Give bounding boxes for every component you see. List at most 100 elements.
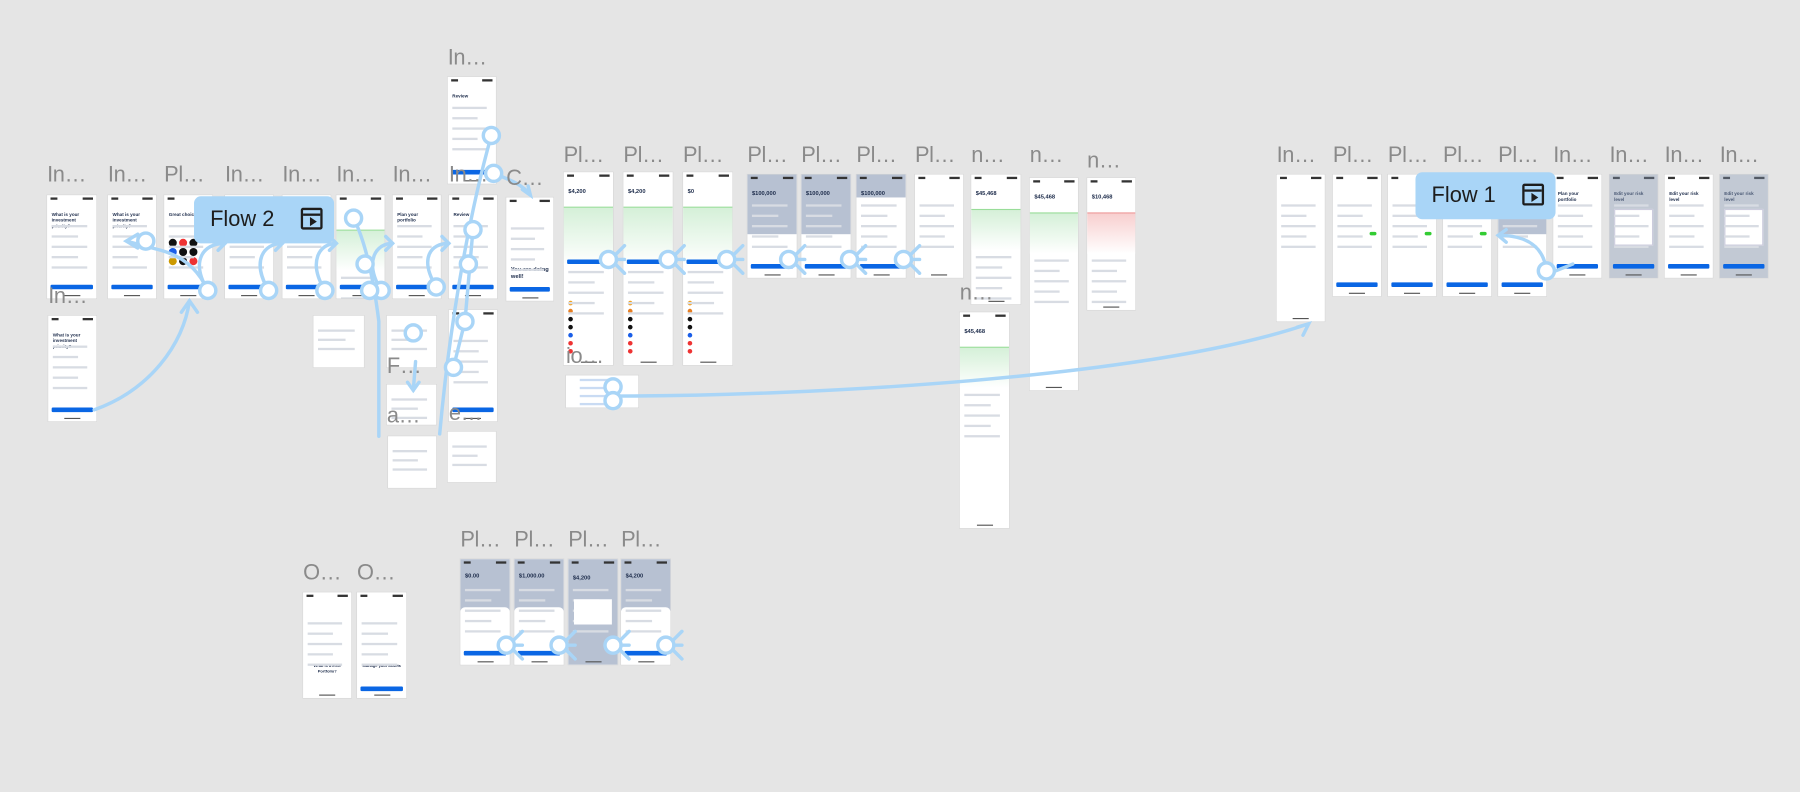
frame-name-label[interactable]: Pl… (1443, 143, 1484, 168)
toggle-switch[interactable] (1424, 231, 1432, 236)
frame-name-label[interactable]: Pl… (568, 528, 609, 553)
primary-button[interactable] (626, 259, 670, 265)
screen-frame[interactable]: Edit your risk level (1719, 174, 1768, 278)
screen-frame[interactable]: $0 (683, 172, 733, 366)
primary-button[interactable] (452, 284, 494, 290)
screen-frame[interactable]: $4,200 (621, 559, 671, 665)
frame-name-label[interactable]: In… (336, 163, 376, 188)
frame-name-label[interactable]: O… (357, 561, 396, 586)
primary-button[interactable] (111, 284, 153, 290)
primary-button[interactable] (51, 407, 93, 413)
primary-button[interactable] (1336, 282, 1378, 287)
flow-1-starting-point[interactable]: Flow 1 (1415, 172, 1556, 220)
frame-name-label[interactable]: In… (1664, 143, 1704, 168)
primary-button[interactable] (1391, 282, 1433, 287)
primary-button[interactable] (228, 284, 270, 290)
screen-frame[interactable]: What is your investment priority? (47, 195, 97, 299)
present-flow-icon[interactable] (1522, 183, 1545, 206)
frame-name-label[interactable]: F… (386, 354, 422, 379)
frame-name-label[interactable]: In… (225, 163, 264, 188)
frame-name-label[interactable]: Pl… (801, 143, 842, 168)
screen-frame[interactable]: Manage your assets (357, 592, 407, 698)
frame-name-label[interactable]: Pl… (747, 143, 788, 168)
frame-name-label[interactable]: n… (1087, 149, 1121, 174)
menu-option[interactable] (579, 378, 618, 381)
frame-name-label[interactable]: Pl… (514, 528, 555, 553)
screen-frame[interactable]: $4,200 (568, 559, 618, 665)
screen-frame[interactable] (1332, 174, 1382, 297)
primary-button[interactable] (859, 264, 903, 269)
screen-frame[interactable] (914, 174, 964, 278)
screen-frame[interactable]: $4,200 (623, 172, 673, 366)
frame-name-label[interactable]: In… (1609, 143, 1649, 168)
screen-frame[interactable]: $45,468 (1029, 177, 1078, 391)
screen-frame[interactable]: $1,000.00 (514, 559, 564, 665)
primary-button[interactable] (360, 686, 403, 692)
primary-button[interactable] (1612, 264, 1655, 269)
screen-frame[interactable]: $100,000 (801, 174, 851, 278)
frame-name-label[interactable]: C… (506, 166, 544, 191)
primary-button[interactable] (686, 259, 729, 265)
frame-name-label[interactable]: n… (1029, 143, 1064, 168)
frame-name-label[interactable]: In… (1553, 143, 1593, 168)
screen-frame[interactable]: $10,468 (1087, 177, 1136, 310)
screen-frame[interactable]: What is your investment priority? (48, 315, 97, 422)
frame-name-label[interactable]: In… (448, 163, 488, 188)
primary-button[interactable] (339, 284, 382, 290)
frame-name-label[interactable]: Pl… (1387, 143, 1429, 168)
frame-name-label[interactable]: Pl… (621, 528, 662, 553)
frame-name-label[interactable]: In… (48, 284, 88, 309)
frame-name-label[interactable]: Pl… (563, 143, 605, 168)
screen-frame[interactable]: $4,200 (563, 172, 614, 366)
primary-button[interactable] (624, 650, 667, 656)
screen-frame[interactable] (336, 195, 385, 299)
frame-name-label[interactable]: In… (282, 163, 322, 188)
screen-frame[interactable] (447, 431, 496, 483)
frame-name-label[interactable]: a… (386, 404, 421, 429)
primary-button[interactable] (167, 284, 209, 290)
screen-frame[interactable]: Plan your portfolio (392, 195, 441, 299)
menu-option[interactable] (579, 402, 618, 405)
menu-option[interactable] (579, 394, 618, 397)
frame-name-label[interactable]: Pl… (623, 143, 664, 168)
present-flow-icon[interactable] (300, 207, 323, 230)
screen-frame[interactable] (1276, 174, 1325, 322)
frame-name-label[interactable]: In… (1719, 143, 1759, 168)
screen-frame[interactable]: Edit your risk level (1664, 174, 1713, 278)
primary-button[interactable] (509, 287, 550, 292)
screen-frame[interactable]: What is a ESG Portfolio? (303, 592, 352, 698)
screen-frame[interactable]: Review (448, 195, 498, 299)
primary-button[interactable] (804, 264, 848, 269)
primary-button[interactable] (463, 650, 507, 656)
frame-name-label[interactable]: Pl… (914, 143, 956, 168)
frame-name-label[interactable]: In… (392, 163, 432, 188)
primary-button[interactable] (396, 284, 438, 290)
screen-frame[interactable]: You are doing well! (506, 197, 554, 301)
screen-frame[interactable] (565, 375, 639, 408)
primary-button[interactable] (750, 264, 794, 269)
frame-name-label[interactable]: In… (47, 163, 87, 188)
frame-name-label[interactable]: Pl… (1332, 143, 1374, 168)
frame-name-label[interactable]: io… (565, 344, 604, 369)
screen-frame[interactable]: What is your investment priority? (107, 195, 157, 299)
screen-frame[interactable]: $100,000 (747, 174, 797, 278)
frame-name-label[interactable]: Pl… (683, 143, 724, 168)
frame-name-label[interactable]: In… (447, 45, 487, 71)
screen-frame[interactable]: $0.00 (460, 559, 510, 665)
frame-name-label[interactable]: n… (971, 143, 1005, 168)
frame-name-label[interactable]: In… (107, 163, 147, 188)
screen-frame[interactable]: $45,468 (971, 174, 1021, 305)
primary-button[interactable] (285, 284, 328, 290)
frame-name-label[interactable]: e… (448, 401, 483, 426)
frame-name-label[interactable]: Pl… (460, 528, 501, 553)
screen-frame[interactable]: $45,468 (959, 312, 1010, 529)
screen-frame[interactable]: $100,000 (856, 174, 906, 278)
screen-frame[interactable]: Edit your risk level (1609, 174, 1658, 278)
frame-name-label[interactable]: O… (303, 561, 342, 586)
flow-2-starting-point[interactable]: Flow 2 (194, 196, 335, 244)
frame-name-label[interactable]: Pl… (856, 143, 897, 168)
frame-name-label[interactable]: n… (959, 281, 994, 306)
screen-frame[interactable] (388, 436, 437, 488)
screen-frame[interactable]: Plan your portfolio (1553, 174, 1602, 278)
